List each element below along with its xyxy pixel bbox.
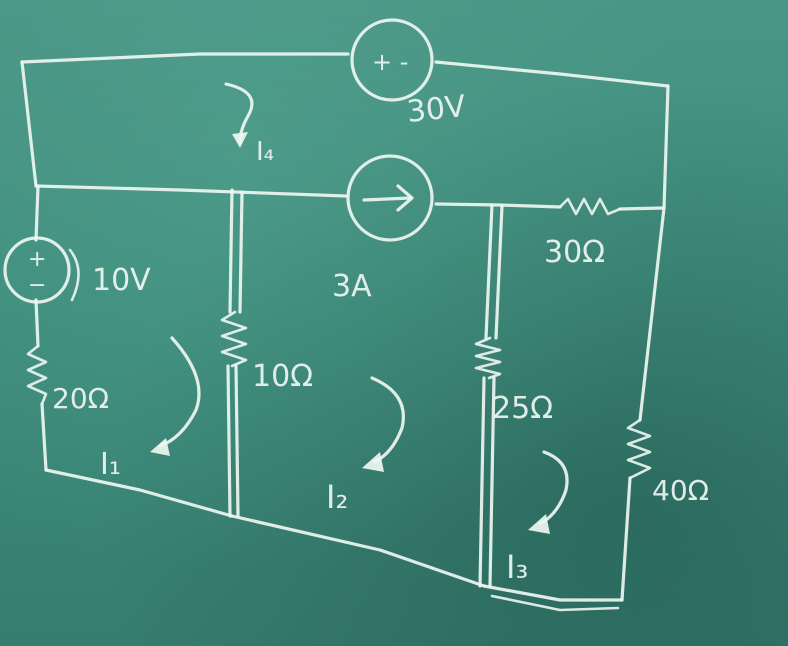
label-i2: I₂	[326, 478, 348, 516]
label-10v: 10V	[92, 263, 151, 298]
voltage-source-30v: + -	[350, 18, 434, 102]
resistor-25-ohm	[474, 336, 502, 380]
wire-branch-2-left	[228, 188, 234, 314]
voltage-source-10v: + −	[3, 236, 71, 304]
bracket-icon	[68, 248, 80, 302]
resistor-20-ohm	[26, 344, 48, 406]
label-10-ohm: 10Ω	[252, 359, 313, 394]
wire-left-branch-a	[34, 184, 40, 242]
resistor-10-ohm	[220, 310, 248, 368]
label-30v: 30V	[405, 89, 468, 130]
wire-branch-2-right	[238, 190, 244, 314]
mesh-arrow-i2	[370, 376, 405, 464]
wire-branch-3-lower-right	[488, 376, 496, 588]
arrow-right-icon	[362, 196, 412, 202]
wire-middle-rail-left	[34, 184, 348, 198]
wire-middle-rail-right	[434, 202, 562, 209]
wire-bottom-left	[44, 468, 234, 518]
voltage-source-30v-circle	[350, 18, 434, 102]
current-source-3a	[346, 154, 434, 242]
wire-left-branch-b	[34, 298, 40, 348]
wire-middle-rail-far-right	[618, 206, 666, 211]
label-3a: 3A	[332, 269, 372, 304]
mesh-arrow-i3-head	[528, 514, 550, 534]
arrow-right-icon-head	[396, 184, 414, 212]
label-30-ohm: 30Ω	[544, 235, 605, 270]
label-20-ohm: 20Ω	[52, 382, 109, 415]
voltage-source-10v-minus: −	[28, 273, 46, 298]
label-40-ohm: 40Ω	[652, 474, 709, 507]
mesh-arrow-i1-head	[150, 438, 170, 456]
voltage-source-10v-circle	[3, 236, 71, 304]
wire-branch-3-lower-left	[478, 376, 486, 588]
label-i1: I₁	[100, 447, 121, 482]
mesh-arrow-i4-head	[232, 132, 248, 148]
wire-top-left	[20, 52, 350, 64]
wire-left-branch-c	[40, 402, 48, 472]
wire-bottom-middle	[230, 514, 486, 588]
current-source-3a-circle	[346, 154, 434, 242]
label-i4: I₄	[256, 137, 274, 167]
wire-right-upper	[662, 84, 670, 210]
wire-left-upper	[20, 60, 38, 188]
label-25-ohm: 25Ω	[492, 391, 553, 426]
wire-branch-3-left	[484, 203, 494, 340]
wire-branch-3-right	[494, 204, 504, 340]
wire-bottom-right	[482, 584, 624, 602]
wire-top-right	[434, 60, 670, 88]
wire-branch-2-lower-right	[234, 364, 240, 518]
resistor-30-ohm	[558, 197, 622, 216]
mesh-arrow-i3	[538, 450, 569, 526]
label-i3: I₃	[506, 548, 528, 586]
resistor-40-ohm	[626, 418, 652, 480]
wire-branch-2-lower-left	[226, 364, 232, 518]
wire-right-middle	[638, 206, 666, 422]
wire-right-lower	[620, 476, 632, 602]
voltage-source-10v-plus: +	[28, 247, 46, 272]
mesh-arrow-i1	[158, 336, 201, 448]
mesh-arrow-i2-head	[362, 452, 384, 472]
voltage-source-30v-polarity: + -	[372, 48, 408, 76]
wire-bottom-right-double	[490, 594, 620, 612]
